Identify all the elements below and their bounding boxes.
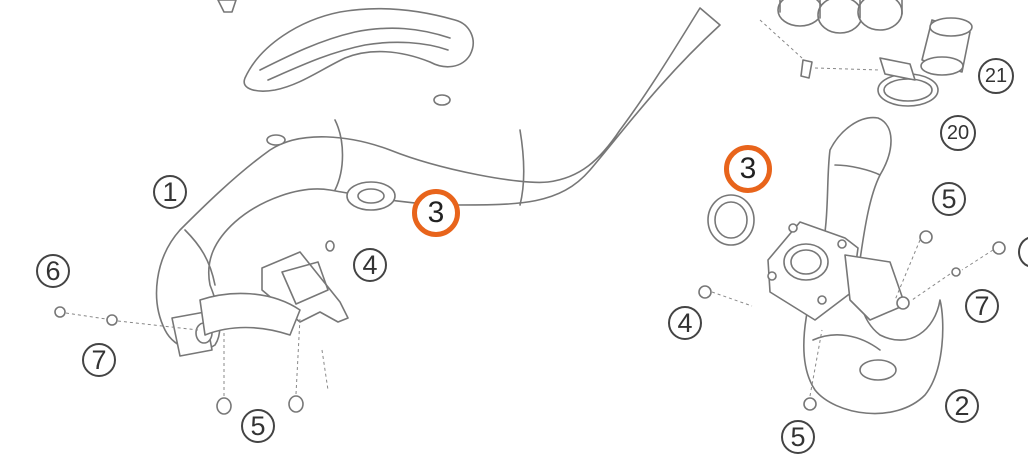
flange-hole <box>837 239 847 249</box>
top-bolt <box>217 0 237 13</box>
spring-clip <box>800 59 813 79</box>
clamp-screw <box>879 57 916 81</box>
right-nut-4 <box>698 285 712 299</box>
right-gasket-inner <box>714 201 748 239</box>
right-bolt-6 <box>992 241 1006 255</box>
heat-shield-rib <box>259 27 451 71</box>
flange-hole <box>767 271 777 281</box>
coupler-sleeve-end <box>920 56 964 76</box>
callout-4-right: 4 <box>668 306 702 340</box>
right-nut-5-top <box>919 230 933 244</box>
left-washer <box>325 240 335 252</box>
callout-4-left: 4 <box>353 248 387 282</box>
callout-5-left: 5 <box>241 409 275 443</box>
flange-neck <box>199 292 301 336</box>
callout-7-right: 7 <box>965 289 999 323</box>
right-washer-7 <box>951 267 961 277</box>
right-bolt-head <box>896 296 910 310</box>
callout-20: 20 <box>940 115 976 151</box>
callout-2: 2 <box>945 389 979 423</box>
heat-shield <box>243 7 474 92</box>
callout-6: 6 <box>36 254 70 288</box>
right-pipe-part-2 <box>803 116 944 415</box>
right-pipe-seam <box>812 334 881 351</box>
callout-7-left: 7 <box>82 343 116 377</box>
pipe-seam <box>519 129 525 206</box>
muffler-tube <box>857 0 903 31</box>
callout-1: 1 <box>153 175 187 209</box>
callout-3-highlighted-right[interactable]: 3 <box>724 145 772 193</box>
callout-21: 21 <box>978 58 1014 94</box>
pipe-boss <box>266 134 286 146</box>
right-flange-port-inner <box>790 249 822 275</box>
flange-hole <box>788 223 798 233</box>
hose-clamp-inner <box>883 78 933 102</box>
callout-5-right-top: 5 <box>932 182 966 216</box>
muffler-tube-body <box>779 0 903 19</box>
left-gasket-inner <box>357 188 385 204</box>
left-washer-7 <box>106 314 118 326</box>
right-pipe-seam <box>834 164 881 176</box>
left-nut <box>216 397 232 415</box>
right-nut-5-bottom <box>803 397 817 411</box>
muffler-tube <box>777 0 823 27</box>
coupler-sleeve-end <box>929 17 973 37</box>
pipe-seam <box>334 119 344 191</box>
callout-3-highlighted-left[interactable]: 3 <box>412 189 460 237</box>
pipe-boss <box>433 94 451 106</box>
flange-hole <box>817 295 827 305</box>
muffler-tube <box>817 0 863 34</box>
right-pipe-end <box>859 359 897 381</box>
heat-shield-rib <box>267 41 449 81</box>
pipe-seam <box>184 229 216 286</box>
left-bolt <box>54 306 66 318</box>
right-flange-body <box>844 254 906 321</box>
callout-5-right-bottom: 5 <box>781 420 815 454</box>
left-nut <box>288 395 304 413</box>
flange-port <box>281 261 329 305</box>
